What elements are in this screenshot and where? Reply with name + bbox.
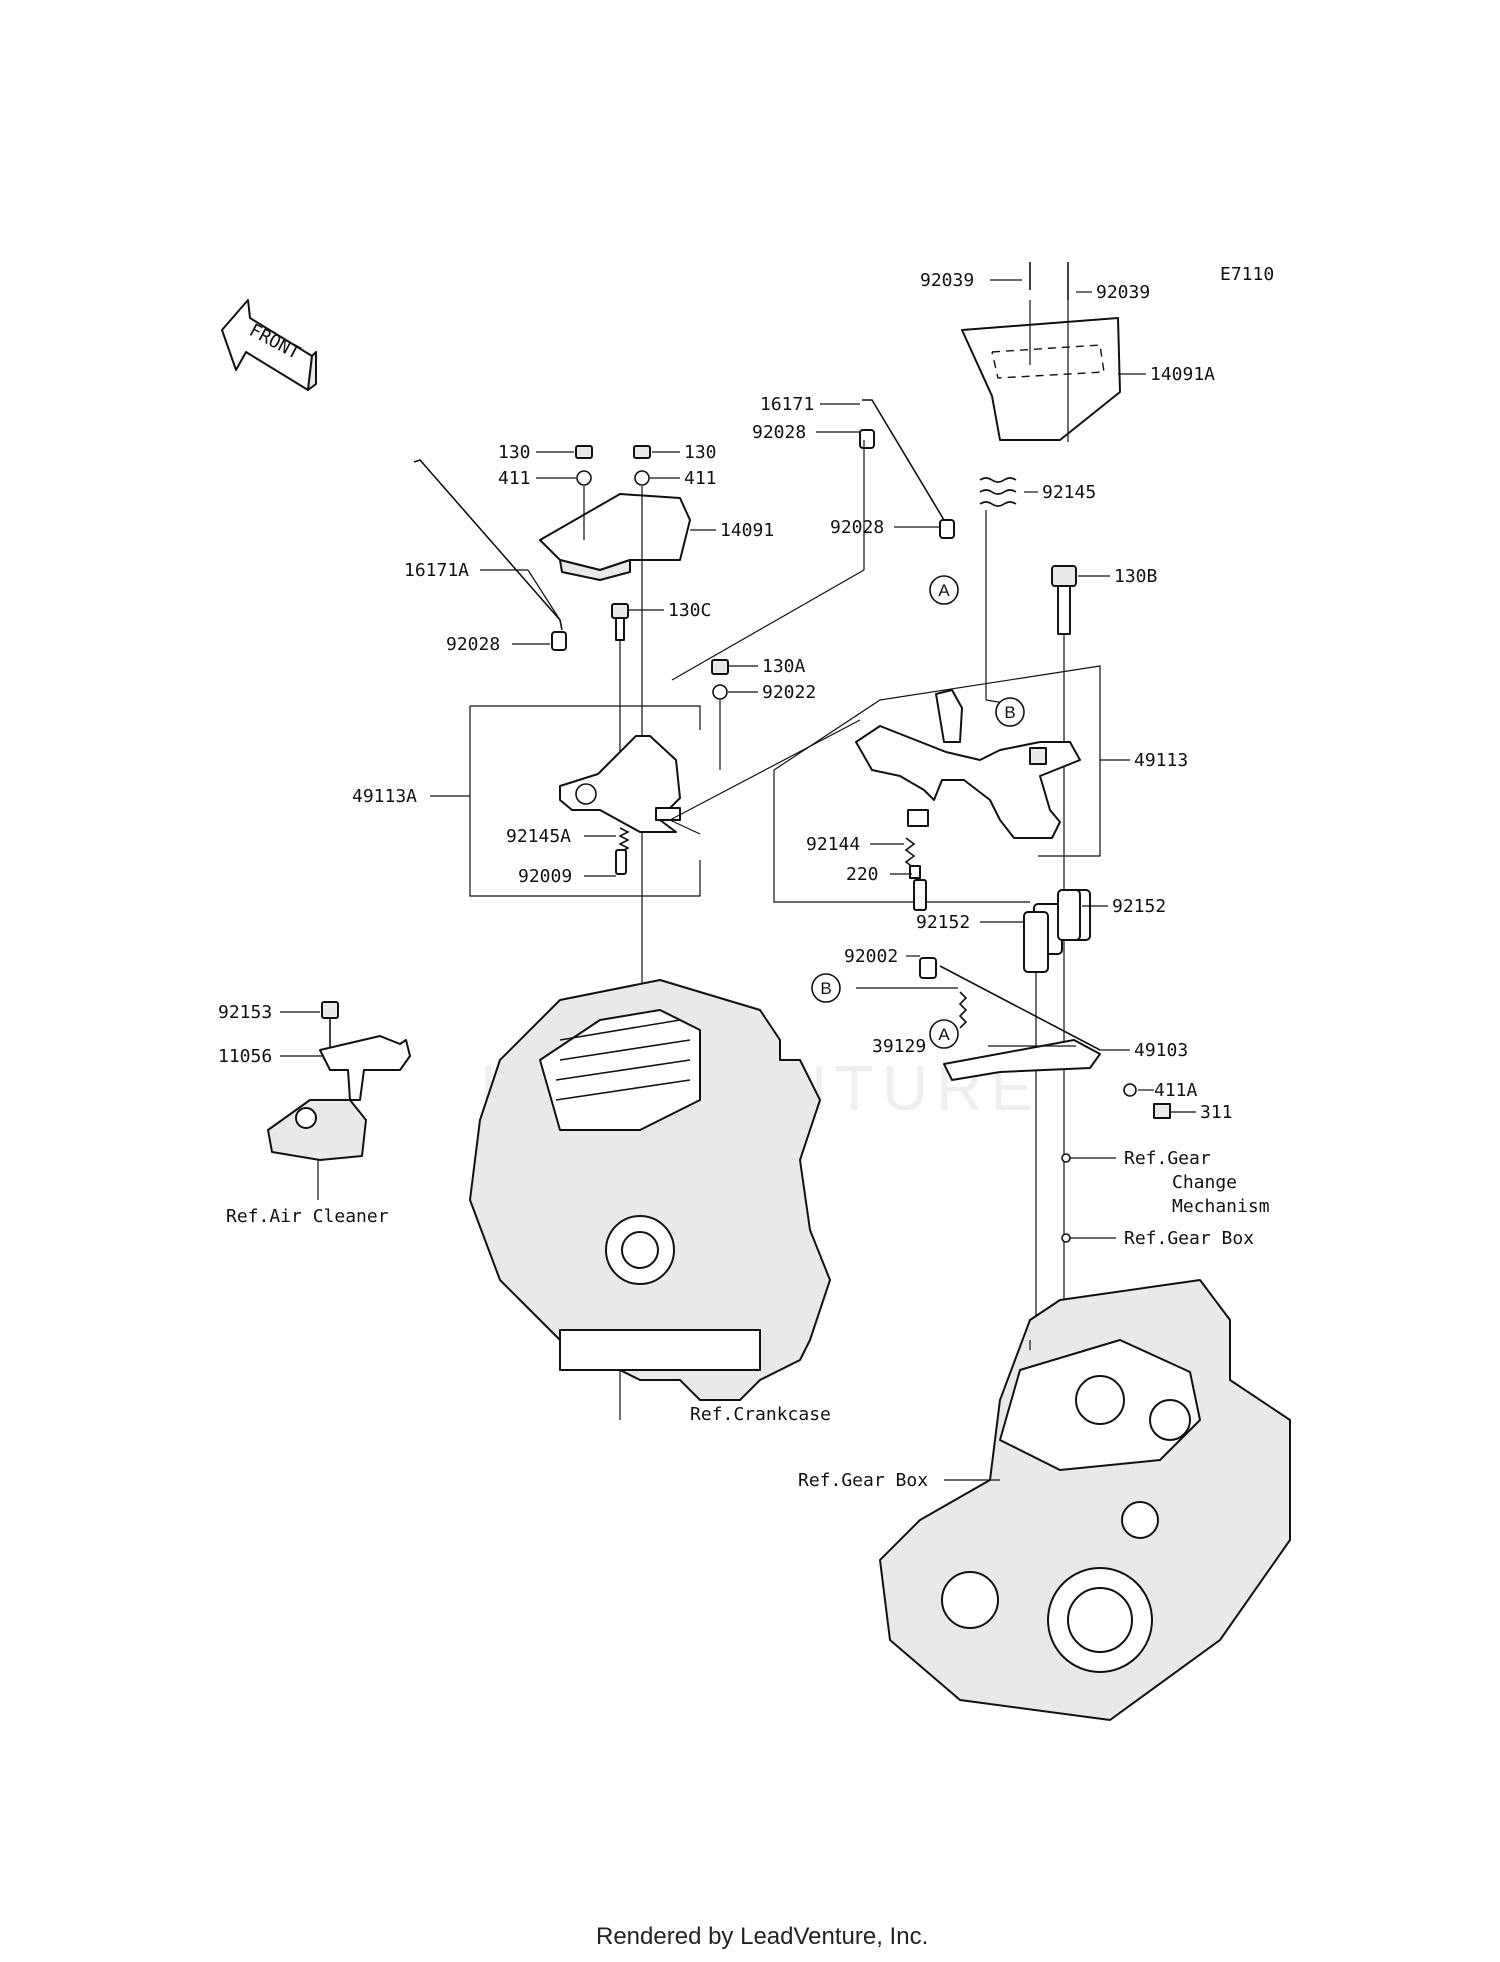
label-130B: 130B	[1114, 566, 1157, 587]
label-92009: 92009	[518, 866, 572, 887]
label-311: 311	[1200, 1102, 1233, 1123]
label-92028-left: 92028	[446, 634, 500, 655]
label-49113: 49113	[1134, 750, 1188, 771]
label-92152-right: 92152	[1112, 896, 1166, 917]
label-14091A: 14091A	[1150, 364, 1215, 385]
spacer-92152-left	[1023, 911, 1049, 1340]
cover-14091A	[961, 262, 1121, 442]
label-ref-gear-change-2: Change	[1172, 1172, 1237, 1193]
air-cleaner-bracket	[267, 1001, 411, 1200]
front-arrow-icon: FRONT	[221, 299, 317, 391]
label-92145: 92145	[1042, 482, 1096, 503]
label-92039-left: 92039	[920, 270, 974, 291]
label-ref-gear-change-3: Mechanism	[1172, 1196, 1270, 1217]
svg-text:B: B	[820, 979, 831, 998]
svg-text:B: B	[1004, 703, 1015, 722]
lever-49103	[919, 957, 1171, 1119]
label-16171A: 16171A	[404, 560, 469, 581]
svg-text:A: A	[938, 1025, 950, 1044]
rod-16171	[859, 399, 955, 539]
callout-a-lower: A	[929, 1019, 959, 1049]
label-130C: 130C	[668, 600, 711, 621]
label-411A: 411A	[1154, 1080, 1198, 1101]
label-411-left: 411	[498, 468, 531, 489]
label-92152-left: 92152	[916, 912, 970, 933]
gear-box	[879, 1279, 1291, 1721]
label-ref-crankcase: Ref.Crankcase	[690, 1404, 831, 1425]
rod-16171A	[413, 459, 567, 651]
diagram-id: E7110	[1220, 264, 1274, 285]
footer-credit: Rendered by LeadVenture, Inc.	[596, 1923, 928, 1950]
label-ref-gear-box: Ref.Gear Box	[798, 1470, 928, 1491]
spacer-92152-right	[1057, 889, 1081, 941]
bracket-assembly-49113A	[469, 705, 861, 897]
label-16171: 16171	[760, 394, 814, 415]
label-11056: 11056	[218, 1046, 272, 1067]
label-220: 220	[846, 864, 879, 885]
label-92153: 92153	[218, 1002, 272, 1023]
label-14091: 14091	[720, 520, 774, 541]
label-49113A: 49113A	[352, 786, 417, 807]
label-ref-gear-box-small: Ref.Gear Box	[1124, 1228, 1254, 1249]
label-ref-air-cleaner: Ref.Air Cleaner	[226, 1206, 389, 1227]
label-92039-right: 92039	[1096, 282, 1150, 303]
label-92022: 92022	[762, 682, 816, 703]
bracket-assembly-49113	[773, 665, 1101, 955]
cover-14091	[539, 445, 691, 1120]
label-92144: 92144	[806, 834, 860, 855]
bolt-130C	[611, 603, 629, 760]
svg-text:A: A	[938, 581, 950, 600]
label-411-right: 411	[684, 468, 717, 489]
callout-a-upper: A	[929, 575, 959, 605]
label-92002: 92002	[844, 946, 898, 967]
label-92028-top: 92028	[752, 422, 806, 443]
label-130-left: 130	[498, 442, 531, 463]
spring-92145	[979, 477, 1017, 700]
crankcase	[469, 979, 831, 1420]
spring-92144	[904, 837, 927, 911]
label-130-right: 130	[684, 442, 717, 463]
bolt-130A	[711, 659, 729, 770]
label-49103: 49103	[1134, 1040, 1188, 1061]
callout-b-upper: B	[995, 697, 1025, 727]
label-39129: 39129	[872, 1036, 926, 1057]
screw-92009	[615, 849, 627, 875]
callout-b-lower: B	[811, 973, 841, 1003]
label-ref-gear-change-1: Ref.Gear	[1124, 1148, 1211, 1169]
label-92145A: 92145A	[506, 826, 571, 847]
spring-92145A	[618, 827, 630, 853]
label-92028-mid: 92028	[830, 517, 884, 538]
leader-lines	[280, 279, 1196, 1481]
label-130A: 130A	[762, 656, 806, 677]
